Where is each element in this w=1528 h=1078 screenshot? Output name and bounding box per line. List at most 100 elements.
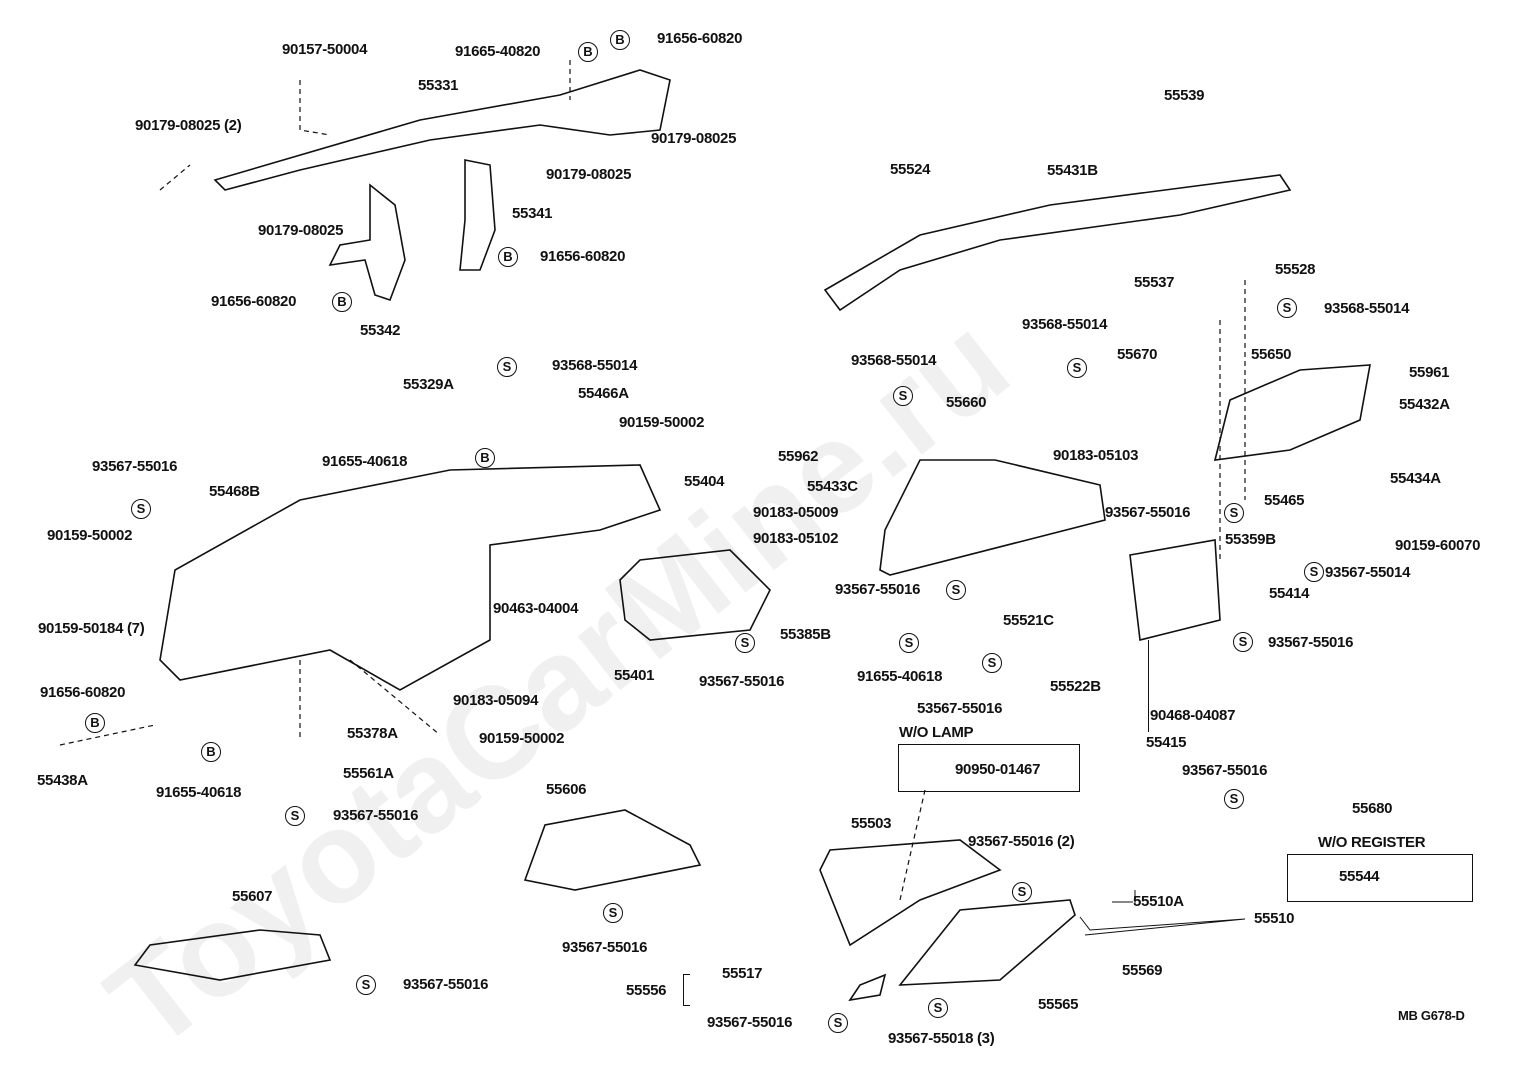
- part-label: 55415: [1146, 734, 1187, 751]
- part-label: 55341: [512, 205, 553, 222]
- marker-s: S: [828, 1013, 848, 1033]
- part-label: 90157-50004: [282, 41, 368, 58]
- note-wo-lamp: W/O LAMP: [899, 724, 974, 741]
- part-label: 55510: [1254, 910, 1295, 927]
- part-label: 55466A: [578, 385, 629, 402]
- bracket-55342: [328, 183, 406, 302]
- part-label: 93567-55016: [699, 673, 785, 690]
- part-label: 55431B: [1047, 162, 1098, 179]
- part-label: 55962: [778, 448, 819, 465]
- part-label: 93567-55016 (2): [968, 833, 1075, 850]
- part-label: 93567-55016: [562, 939, 648, 956]
- part-label: 55432A: [1399, 396, 1450, 413]
- marker-s: S: [1304, 562, 1324, 582]
- marker-s: S: [899, 633, 919, 653]
- marker-s: S: [1067, 358, 1087, 378]
- top-pad-55431B: [823, 174, 1292, 312]
- marker-s: S: [982, 653, 1002, 673]
- part-label: 55606: [546, 781, 587, 798]
- marker-b: B: [201, 742, 221, 762]
- marker-s: S: [928, 998, 948, 1018]
- marker-s: S: [603, 903, 623, 923]
- part-label: 55329A: [403, 376, 454, 393]
- wo-register-box: [1287, 854, 1473, 902]
- glovebox-door-55510: [898, 899, 1076, 986]
- tray-55606: [523, 809, 702, 891]
- part-label: 53567-55016: [917, 700, 1003, 717]
- part-label: 55468B: [209, 483, 260, 500]
- part-label: 90159-60070: [1395, 537, 1481, 554]
- marker-s: S: [1277, 298, 1297, 318]
- bracket-55415: [1148, 640, 1149, 732]
- part-label: 90179-08025: [546, 166, 632, 183]
- part-label: 93568-55014: [851, 352, 937, 369]
- part-label: 93568-55014: [552, 357, 638, 374]
- marker-s: S: [1012, 882, 1032, 902]
- part-label: 90183-05094: [453, 692, 539, 709]
- part-label: 90159-50002: [479, 730, 565, 747]
- bracket-55556: [683, 974, 690, 1006]
- part-label: 91655-40618: [156, 784, 242, 801]
- marker-s: S: [735, 633, 755, 653]
- marker-s: S: [131, 499, 151, 519]
- part-label: 91655-40618: [322, 453, 408, 470]
- part-label: 93567-55016: [333, 807, 419, 824]
- part-label: 55537: [1134, 274, 1175, 291]
- part-label: 93567-55016: [1268, 634, 1354, 651]
- part-label: 55385B: [780, 626, 831, 643]
- marker-b: B: [578, 42, 598, 62]
- part-label: 91656-60820: [657, 30, 743, 47]
- marker-s: S: [946, 580, 966, 600]
- part-label: 90950-01467: [955, 761, 1041, 778]
- note-wo-register: W/O REGISTER: [1318, 834, 1426, 851]
- part-label: 55517: [722, 965, 763, 982]
- part-label: 90183-05009: [753, 504, 839, 521]
- marker-s: S: [1224, 503, 1244, 523]
- part-label: 93567-55016: [403, 976, 489, 993]
- part-label: 55434A: [1390, 470, 1441, 487]
- part-label: 91656-60820: [40, 684, 126, 701]
- dashboard-55404: [159, 464, 662, 691]
- part-label: 55680: [1352, 800, 1393, 817]
- part-label: 90179-08025 (2): [135, 117, 242, 134]
- bracket-55341: [459, 159, 496, 271]
- part-label: 55650: [1251, 346, 1292, 363]
- part-label: 55521C: [1003, 612, 1054, 629]
- part-label: 55607: [232, 888, 273, 905]
- marker-s: S: [497, 357, 517, 377]
- part-label: 93567-55016: [835, 581, 921, 598]
- lower-panel-55433C: [879, 459, 1106, 576]
- part-label: 55522B: [1050, 678, 1101, 695]
- part-label: 93568-55014: [1324, 300, 1410, 317]
- part-label: 55556: [626, 982, 667, 999]
- marker-b: B: [332, 292, 352, 312]
- part-label: 55503: [851, 815, 892, 832]
- part-label: 55404: [684, 473, 725, 490]
- right-panel-55432A: [1213, 364, 1371, 461]
- part-label: 93567-55016: [92, 458, 178, 475]
- part-label: 91656-60820: [540, 248, 626, 265]
- part-label: 93567-55016: [1105, 504, 1191, 521]
- part-label: 55342: [360, 322, 401, 339]
- part-label: 90183-05103: [1053, 447, 1139, 464]
- part-label: 55569: [1122, 962, 1163, 979]
- marker-s: S: [285, 806, 305, 826]
- part-label: 55465: [1264, 492, 1305, 509]
- part-label: 93567-55016: [1182, 762, 1268, 779]
- reinforcement-bar: [213, 69, 671, 191]
- part-label: 90159-50184 (7): [38, 620, 145, 637]
- part-label: 90159-50002: [619, 414, 705, 431]
- part-label: 55561A: [343, 765, 394, 782]
- tray-55607: [133, 929, 332, 981]
- part-label: 55660: [946, 394, 987, 411]
- marker-s: S: [356, 975, 376, 995]
- cluster-hood-55401: [619, 549, 771, 641]
- part-label: 55378A: [347, 725, 398, 742]
- part-label: 90463-04004: [493, 600, 579, 617]
- part-label: 55359B: [1225, 531, 1276, 548]
- part-label: 55528: [1275, 261, 1316, 278]
- part-label: 90183-05102: [753, 530, 839, 547]
- part-label: 55414: [1269, 585, 1310, 602]
- marker-s: S: [893, 386, 913, 406]
